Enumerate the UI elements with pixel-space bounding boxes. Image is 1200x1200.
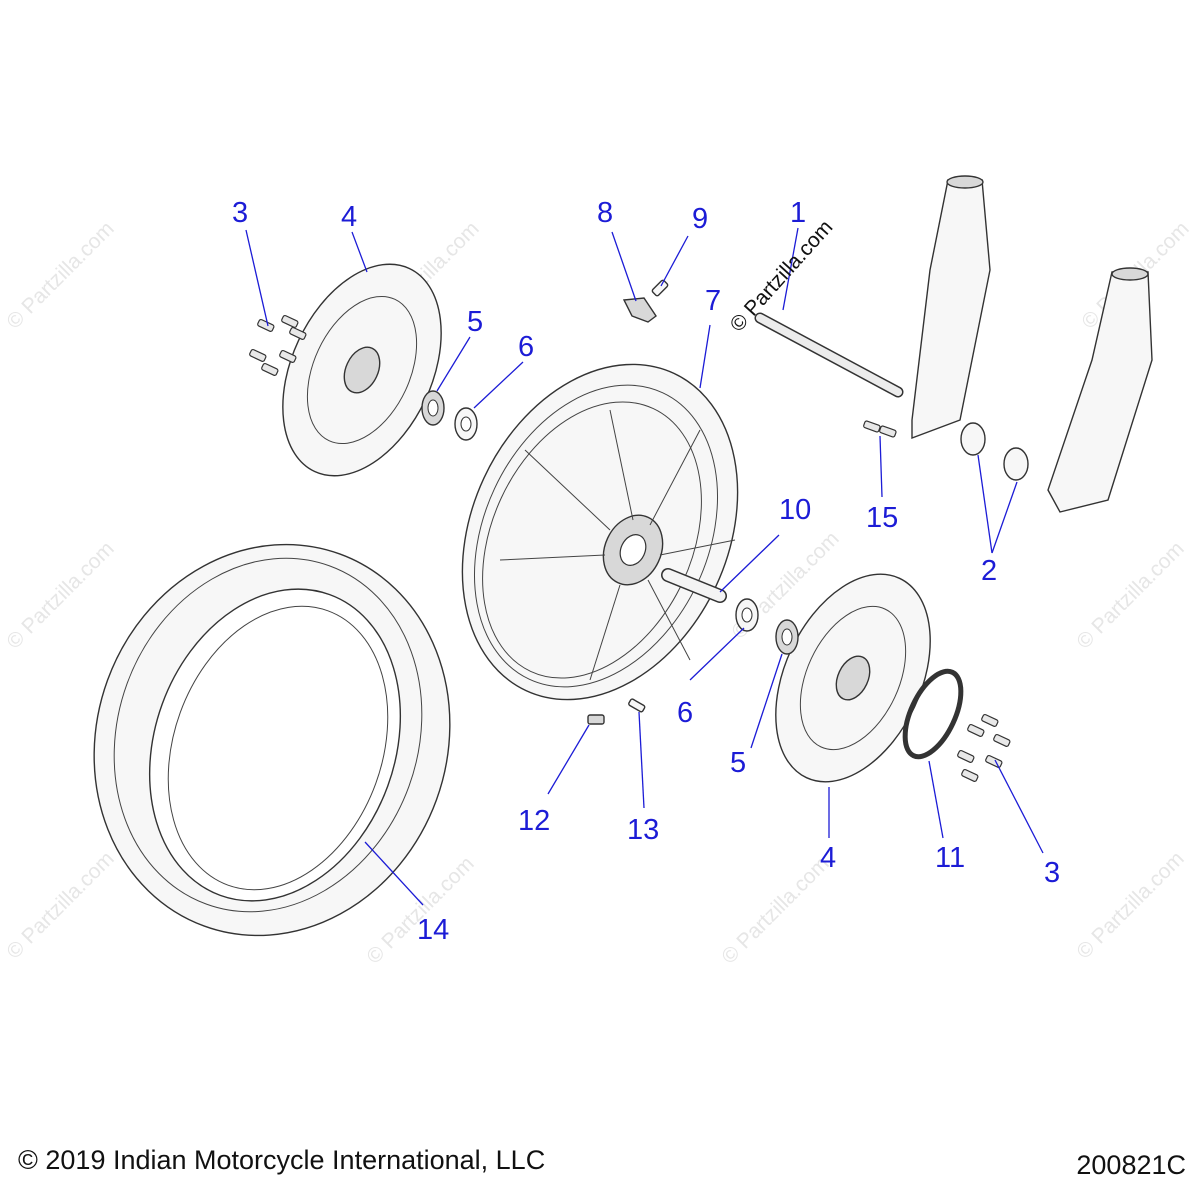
pinch-bolts-part-15 [863,420,897,438]
callout-labels: 1 2 3 3 4 4 5 5 6 6 7 8 9 10 11 12 13 14… [232,197,1060,946]
seal-left-part-5 [421,390,445,426]
tone-ring-part-11 [902,668,964,760]
callout-14: 14 [417,914,449,946]
bolt-part-13 [628,698,646,713]
valve-cap-part-9 [651,279,669,297]
callout-4-right: 4 [820,842,836,874]
leader-lines [245,227,1044,906]
watermark-9: © Partzilla.com [717,852,833,968]
axle-part-1 [754,312,904,398]
callout-6-right: 6 [677,697,693,729]
callout-3-left: 3 [232,197,248,229]
callout-8: 8 [597,197,613,229]
callout-11: 11 [935,842,965,874]
partzilla-watermark: © Partzilla.com [726,216,838,337]
fork-leg-left [911,175,991,440]
callout-1: 1 [790,197,806,229]
callout-5-left: 5 [467,306,483,338]
brake-rotor-right-part-4 [775,573,931,783]
callout-3-right: 3 [1044,857,1060,889]
callout-4-left: 4 [341,201,357,233]
callout-5-right: 5 [730,747,746,779]
brake-rotor-left-part-4 [282,263,442,477]
callout-15: 15 [866,502,898,534]
watermark-1: © Partzilla.com [2,217,118,333]
callout-12: 12 [518,805,550,837]
copyright-notice: © 2019 Indian Motorcycle International, … [18,1145,546,1175]
bearing-right-part-6 [735,598,759,632]
watermark-6: © Partzilla.com [1072,537,1188,653]
diagram-code: 200821C [1076,1150,1186,1180]
valve-stem-part-8 [622,297,657,323]
callout-7: 7 [705,285,721,317]
spacer-part-10 [661,568,727,603]
fork-spacers-part-2 [960,422,1029,481]
tire-part-14 [93,543,451,937]
watermark-7: © Partzilla.com [2,847,118,963]
rotor-bolts-right-part-3 [957,713,1011,782]
rotor-bolts-left-part-3 [249,314,307,376]
callout-13: 13 [627,814,659,846]
callout-9: 9 [692,203,708,235]
bearing-left-part-6 [454,407,478,441]
callout-6-left: 6 [518,331,534,363]
fork-leg-right [1047,267,1153,513]
wheel-part-7 [461,363,739,701]
seal-right-part-5 [775,619,799,655]
callout-2: 2 [981,555,997,587]
watermark-4: © Partzilla.com [2,537,118,653]
balance-weight-part-12 [587,714,605,725]
watermark-10: © Partzilla.com [1072,847,1188,963]
callout-10: 10 [779,494,811,526]
